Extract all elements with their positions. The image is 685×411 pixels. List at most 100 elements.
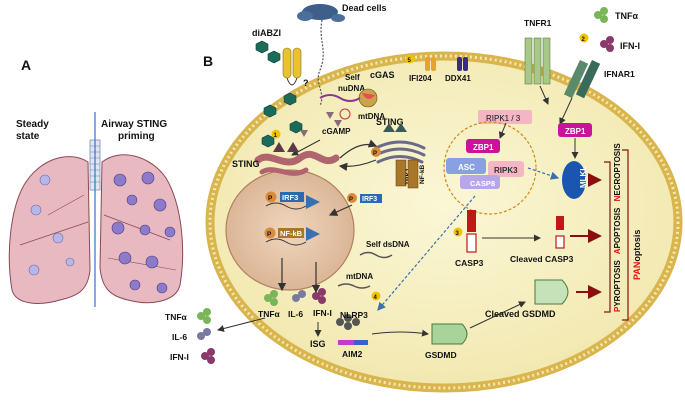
pan-rest: optosis bbox=[632, 230, 642, 262]
self-dsdna-label: Self dsDNA bbox=[366, 240, 410, 249]
isg-label: ISG bbox=[310, 339, 326, 349]
step-4-badge bbox=[371, 291, 381, 301]
step-3-badge bbox=[453, 227, 463, 237]
svg-text:PANoptosis: PANoptosis bbox=[632, 230, 642, 280]
aim2-icon bbox=[338, 340, 368, 345]
cell-death-bracket bbox=[604, 161, 611, 313]
tnfr1-label: TNFR1 bbox=[524, 18, 552, 28]
panoptosome-complex bbox=[443, 121, 537, 215]
cgamp-label: cGAMP bbox=[322, 127, 351, 136]
pyroptosis-rest: YROPTOSIS bbox=[613, 259, 622, 306]
nlrp3-icon bbox=[336, 314, 360, 330]
extra-ifn-label: IFN-I bbox=[170, 352, 189, 362]
mtdna-mid-label: mtDNA bbox=[346, 272, 373, 281]
nlrp3-label: NLRP3 bbox=[340, 310, 368, 320]
irf3-golgi-label: IRF3 bbox=[362, 196, 377, 203]
ifn-top-label: IFN-I bbox=[620, 41, 640, 51]
sting-er-protein bbox=[273, 142, 299, 152]
step-4-number: 4 bbox=[374, 295, 378, 301]
sting-golgi-protein bbox=[383, 123, 407, 132]
tnfa-out-label: TNFα bbox=[258, 309, 281, 319]
phospho-golgi-1-label: P bbox=[373, 151, 377, 157]
ifi204-icon bbox=[425, 57, 436, 71]
phospho-nucleus-1 bbox=[265, 191, 277, 203]
cleaved-casp3-top bbox=[556, 216, 564, 230]
ifi204-label: IFI204 bbox=[409, 74, 432, 83]
necroptosis-rest: ECROPTOSIS bbox=[613, 143, 622, 196]
nfkb-golgi-label: NF-kB bbox=[419, 165, 426, 184]
ripk13-label: RIPK1 / 3 bbox=[486, 114, 521, 123]
aim2-label: AIM2 bbox=[342, 349, 363, 359]
primed-immune-cells bbox=[111, 171, 176, 294]
svg-text:PYROPTOSIS APOPTOSIS: PYROPTOSIS APOPTOSIS NECROPTOSIS bbox=[613, 143, 622, 312]
ripk13-protein bbox=[478, 110, 532, 124]
unknown-transport-question: ? bbox=[303, 78, 309, 88]
nfkb-golgi-protein bbox=[407, 159, 419, 189]
tnfr1-receptor bbox=[524, 37, 551, 85]
phospho-nucleus-1-label: P bbox=[268, 195, 273, 202]
cgamp-molecules bbox=[300, 112, 342, 137]
step-2-number: 2 bbox=[582, 37, 586, 43]
ifnar1-label: IFNAR1 bbox=[604, 69, 635, 79]
step-5-number: 5 bbox=[408, 58, 412, 64]
steady-state-label-line2: state bbox=[16, 131, 40, 142]
tnfa-top-label: TNFα bbox=[615, 11, 638, 21]
irf3-nucleus-label: IRF3 bbox=[282, 193, 298, 202]
death-mode-labels: PYROPTOSIS APOPTOSIS NECROPTOSIS bbox=[613, 143, 622, 312]
ifn-top-molecule bbox=[600, 36, 614, 52]
zbp1-right-label: ZBP1 bbox=[565, 127, 586, 136]
zbp1-mid-protein bbox=[466, 139, 500, 153]
asc-protein bbox=[446, 158, 486, 174]
phospho-nucleus-2 bbox=[264, 227, 276, 239]
apoptosis-initial: A bbox=[613, 248, 622, 254]
zbp1-right-protein bbox=[558, 123, 592, 137]
phospho-golgi-2-label: P bbox=[349, 197, 353, 203]
panel-b-letter: B bbox=[203, 53, 213, 69]
extra-il6-label: IL-6 bbox=[172, 332, 187, 342]
step-1-badge bbox=[271, 129, 281, 139]
nudna-label: nuDNA bbox=[338, 84, 365, 93]
ddx41-icon bbox=[457, 57, 468, 71]
nfkb-nucleus-protein bbox=[278, 228, 304, 238]
mlkl-label: MLKL bbox=[579, 166, 588, 188]
zbp1-mid-label: ZBP1 bbox=[473, 143, 494, 152]
casp3-protein-bottom bbox=[466, 233, 477, 253]
dead-cells-icon bbox=[297, 4, 345, 107]
cytokine-clusters-inner bbox=[264, 288, 326, 306]
gsdmd-label: GSDMD bbox=[425, 350, 457, 360]
cleaved-casp3-bottom bbox=[555, 235, 565, 249]
endoplasmic-reticulum bbox=[254, 150, 340, 166]
dna-strand-1 bbox=[265, 202, 307, 210]
ifn-out-label: IFN-I bbox=[313, 308, 332, 318]
pan-initial: PAN bbox=[632, 262, 642, 280]
phospho-golgi-1 bbox=[371, 147, 381, 157]
panel-a-letter: A bbox=[21, 57, 31, 73]
nudna-strand bbox=[319, 94, 361, 102]
cleaved-gsdmd-label: Cleaved GSDMD bbox=[485, 309, 556, 319]
necroptosis-initial: N bbox=[613, 195, 622, 201]
cleaved-casp3-label: Cleaved CASP3 bbox=[510, 254, 574, 264]
ripk3-protein bbox=[488, 161, 524, 177]
mtdna-mid-strand bbox=[337, 283, 371, 289]
apoptosis-rest: POPTOSIS bbox=[613, 207, 622, 248]
extra-tnfa-label: TNFα bbox=[165, 312, 188, 322]
cell-membrane-pattern bbox=[208, 54, 680, 390]
phospho-nucleus-2-label: P bbox=[267, 231, 272, 238]
cgas-label: cGAS bbox=[370, 70, 395, 80]
casp3-protein-top bbox=[467, 210, 476, 232]
ddx41-label: DDX41 bbox=[445, 74, 471, 83]
sting-golgi-label: STING bbox=[376, 117, 404, 127]
casp8-protein bbox=[460, 175, 500, 189]
step-1-number: 1 bbox=[274, 133, 278, 139]
phospho-golgi-2 bbox=[347, 193, 357, 203]
tnfa-top-molecule bbox=[594, 7, 608, 23]
gsdmd-protein bbox=[431, 323, 468, 345]
step-3-number: 3 bbox=[456, 231, 460, 237]
sting-er-label: STING bbox=[232, 159, 260, 169]
dead-cells-label: Dead cells bbox=[342, 3, 387, 13]
step-2-badge bbox=[579, 33, 589, 43]
dna-strand-2 bbox=[265, 238, 307, 246]
pyroptosis-initial: P bbox=[613, 306, 622, 312]
sting-priming-label-line1: Airway STING bbox=[101, 119, 167, 130]
